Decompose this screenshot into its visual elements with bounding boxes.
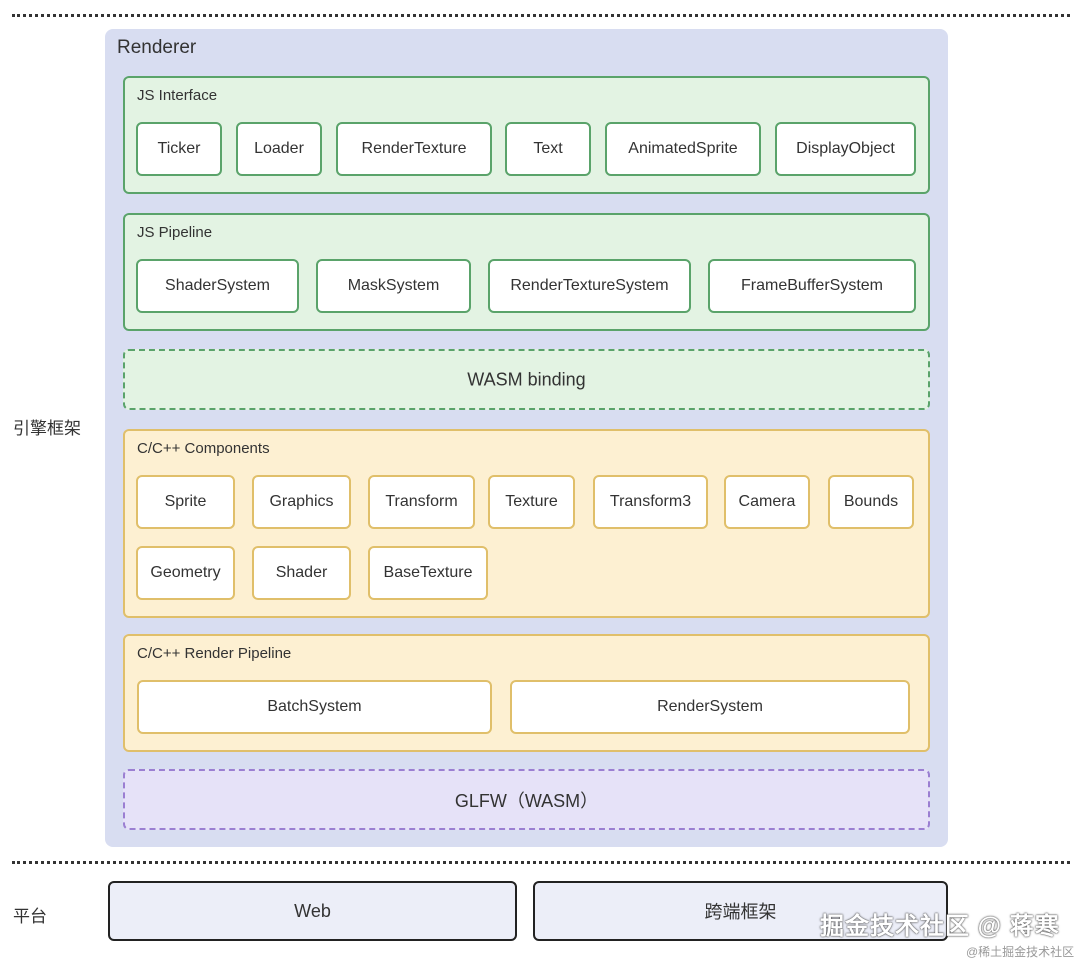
camera-box: Camera <box>724 475 810 529</box>
js-interface-title: JS Interface <box>137 87 218 104</box>
shader-box: Shader <box>252 546 351 600</box>
geometry-box: Geometry <box>136 546 235 600</box>
watermark: 掘金技术社区 @ 蒋寒 <box>820 913 1060 940</box>
wasm-binding-group: WASM binding <box>123 349 930 410</box>
frame-buffer-system-box: FrameBufferSystem <box>708 259 916 313</box>
transform3-box: Transform3 <box>593 475 708 529</box>
sprite-box: Sprite <box>136 475 235 529</box>
bounds-box: Bounds <box>828 475 914 529</box>
display-object-box: DisplayObject <box>775 122 916 176</box>
js-pipeline-title: JS Pipeline <box>137 224 213 241</box>
render-texture-system-box: RenderTextureSystem <box>488 259 691 313</box>
mask-system-box: MaskSystem <box>316 259 471 313</box>
glfw-group: GLFW（WASM） <box>123 769 930 830</box>
watermark-sub: @稀土掘金技术社区 <box>966 945 1075 959</box>
engine-framework-label: 引擎框架 <box>13 419 81 438</box>
render-texture-box: RenderTexture <box>336 122 492 176</box>
shader-system-box: ShaderSystem <box>136 259 299 313</box>
animated-sprite-box: AnimatedSprite <box>605 122 761 176</box>
cpp-components-title: C/C++ Components <box>137 440 270 457</box>
renderer-title: Renderer <box>117 37 197 58</box>
render-system-box: RenderSystem <box>510 680 910 734</box>
base-texture-box: BaseTexture <box>368 546 488 600</box>
middle-divider <box>12 861 1070 864</box>
batch-system-box: BatchSystem <box>137 680 492 734</box>
transform-box: Transform <box>368 475 475 529</box>
cpp-render-pipeline-title: C/C++ Render Pipeline <box>137 645 292 662</box>
glfw-label: GLFW（WASM） <box>454 790 599 811</box>
wasm-binding-label: WASM binding <box>467 369 586 389</box>
top-divider <box>12 14 1070 17</box>
texture-box: Texture <box>488 475 575 529</box>
platform-cross-framework: 跨端框架 <box>533 881 948 941</box>
platform-label: 平台 <box>13 907 47 926</box>
loader-box: Loader <box>236 122 322 176</box>
ticker-box: Ticker <box>136 122 222 176</box>
platform-web: Web <box>108 881 517 941</box>
text-box: Text <box>505 122 591 176</box>
graphics-box: Graphics <box>252 475 351 529</box>
